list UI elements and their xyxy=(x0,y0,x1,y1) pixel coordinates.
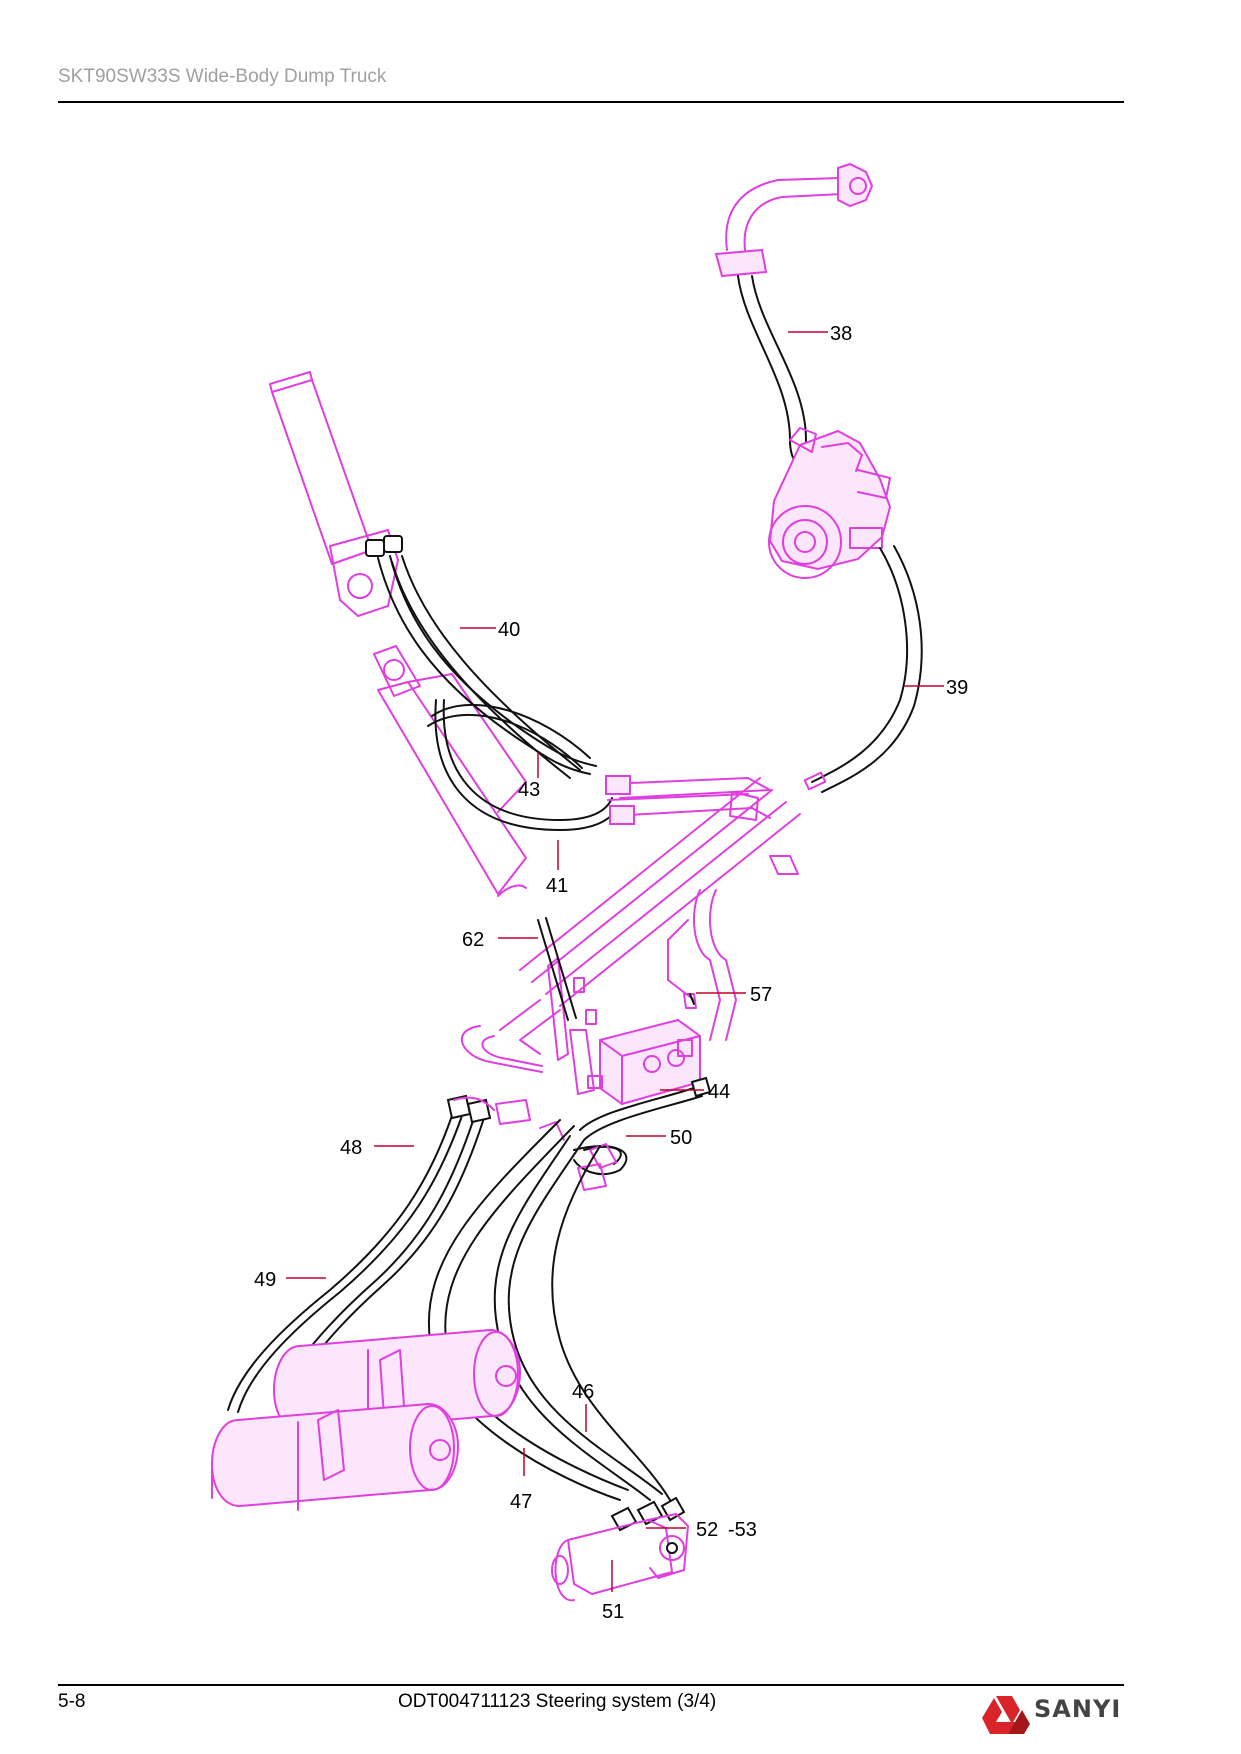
callout-39: 39 xyxy=(946,677,968,699)
callout-44: 44 xyxy=(708,1081,730,1103)
header-rule xyxy=(58,101,1124,103)
callout-40: 40 xyxy=(498,619,520,641)
hose-39 xyxy=(803,545,923,793)
steering-cylinder xyxy=(269,371,527,897)
steering-valve xyxy=(547,957,701,1106)
callout-50: 50 xyxy=(670,1127,692,1149)
suction-pipe xyxy=(714,162,874,278)
pipe-assembly xyxy=(460,775,801,1073)
callout-53: -53 xyxy=(728,1519,757,1541)
orbital-motor xyxy=(551,1496,689,1602)
callout-62: 62 xyxy=(462,929,484,951)
rod-62 xyxy=(537,917,577,1021)
page-number: 5-8 xyxy=(58,1691,86,1712)
header-title: SKT90SW33S Wide-Body Dump Truck xyxy=(58,66,387,87)
callout-38: 38 xyxy=(830,323,852,345)
callout-52: 52 xyxy=(696,1519,718,1541)
brand-name: SANYI xyxy=(1034,1695,1122,1723)
callout-41: 41 xyxy=(546,875,568,897)
sanyi-logo-icon xyxy=(982,1696,1030,1734)
document-title: ODT004711123 Steering system (3/4) xyxy=(398,1691,717,1712)
cylinder-hoses-40-41-43 xyxy=(365,535,619,832)
callout-43: 43 xyxy=(518,779,540,801)
accumulators xyxy=(210,1328,522,1511)
callout-47: 47 xyxy=(510,1491,532,1513)
steering-pump xyxy=(768,427,892,579)
callout-48: 48 xyxy=(340,1137,362,1159)
fitting-57 xyxy=(683,993,697,1009)
callout-46: 46 xyxy=(572,1381,594,1403)
hoses-46-47 xyxy=(427,1119,671,1501)
leader-lines xyxy=(286,331,944,1592)
hoses-48-49 xyxy=(227,1094,531,1413)
callout-49: 49 xyxy=(254,1269,276,1291)
callout-labels: 38 39 40 43 41 62 57 44 48 50 49 46 47 5… xyxy=(254,323,968,1623)
footer-rule xyxy=(58,1684,1124,1686)
callout-51: 51 xyxy=(602,1601,624,1623)
callout-57: 57 xyxy=(750,984,772,1006)
